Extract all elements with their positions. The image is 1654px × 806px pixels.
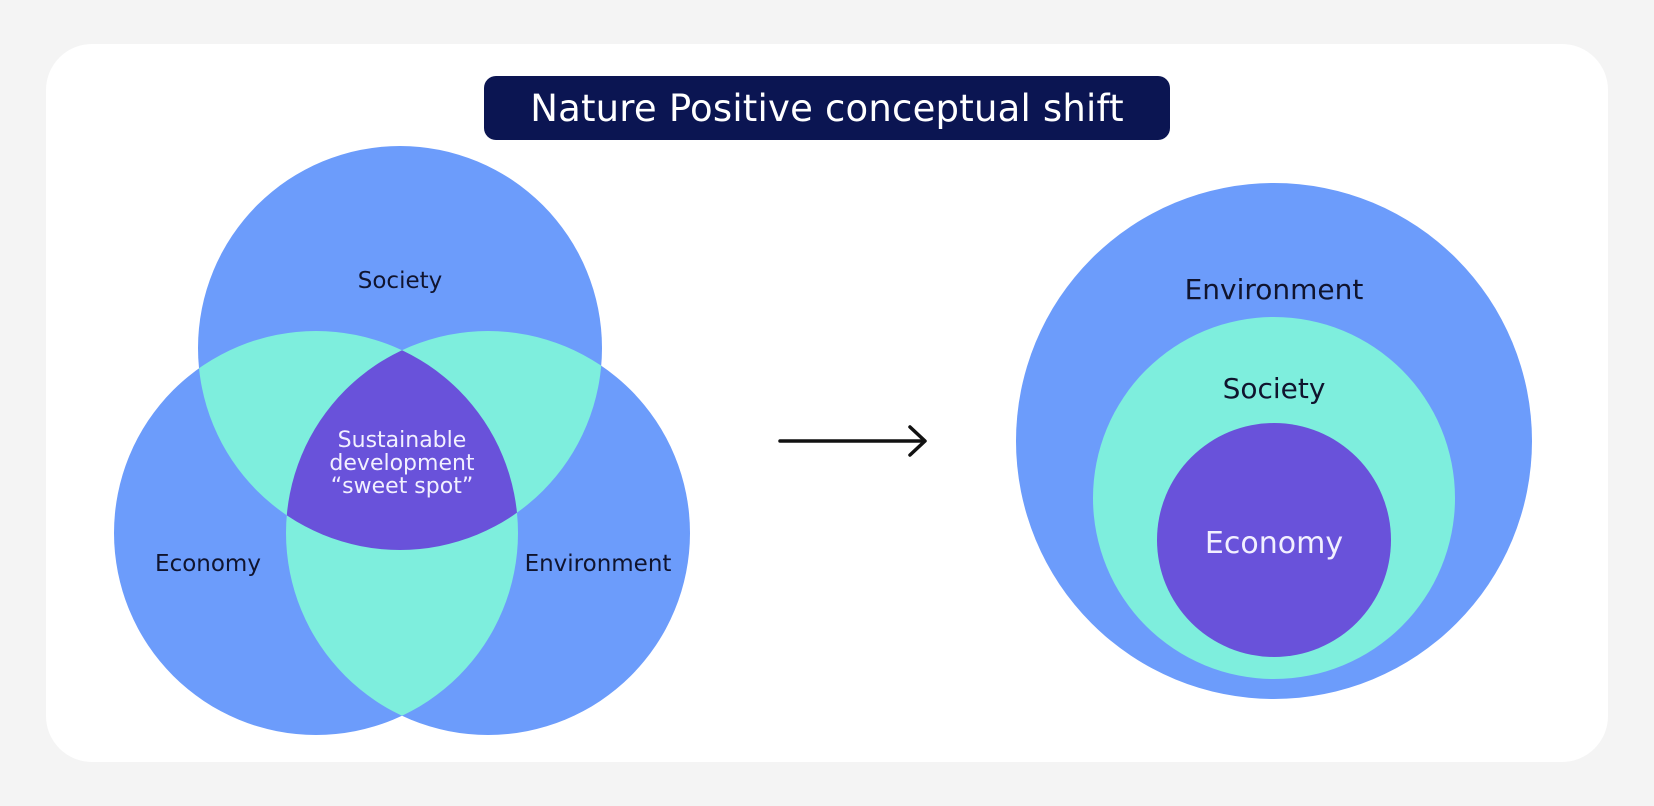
venn-label-economy: Economy — [155, 551, 261, 577]
venn-label-environment: Environment — [525, 551, 672, 577]
nested-diagram: Environment Society Economy — [1016, 183, 1532, 699]
venn-diagram: Society Economy Environment Sustainable … — [114, 146, 690, 735]
nested-label-economy: Economy — [1205, 526, 1343, 561]
title-badge: Nature Positive conceptual shift — [484, 76, 1170, 140]
nested-label-environment: Environment — [1185, 273, 1364, 306]
right-arrow-icon — [778, 425, 927, 457]
sweet-spot-label-line3: “sweet spot” — [331, 474, 473, 499]
nested-label-society: Society — [1223, 372, 1326, 405]
sweet-spot-label-line2: development — [329, 451, 475, 476]
nested-circle-economy — [1157, 423, 1391, 657]
venn-label-society: Society — [358, 268, 443, 294]
sweet-spot-label-line1: Sustainable — [338, 428, 467, 453]
